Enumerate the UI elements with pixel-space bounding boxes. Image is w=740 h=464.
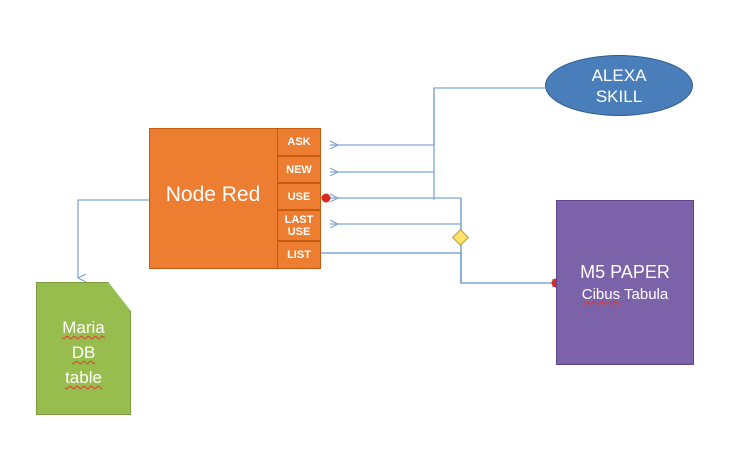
node-red-port-new[interactable]: NEW — [277, 156, 321, 183]
m5-paper-subtitle: Cibus Tabula — [582, 285, 668, 305]
alexa-label-line1: ALEXA — [591, 65, 647, 85]
connector-alexa-to-ask — [330, 87, 545, 145]
endpoint-dot-use — [321, 193, 331, 203]
node-red-port-use[interactable]: USE — [277, 183, 321, 210]
port-label-ask: ASK — [287, 136, 311, 148]
m5-paper-title: M5 PAPER — [580, 261, 670, 282]
connector-nodered-to-mariadb — [78, 199, 149, 278]
port-label-new: NEW — [286, 163, 312, 176]
alexa-skill-node[interactable]: ALEXA SKILL — [545, 55, 693, 116]
m5-paper-subtitle-word2: Tabula — [624, 285, 669, 303]
connector-list-to-m5 — [321, 252, 552, 283]
m5-paper-node[interactable]: M5 PAPER Cibus Tabula — [556, 200, 694, 365]
mariadb-line3: table — [65, 368, 102, 387]
mariadb-label: Maria DB table — [36, 315, 131, 390]
node-red-label: Node Red — [165, 183, 261, 206]
connector-handle-diamond[interactable] — [452, 229, 469, 246]
node-red-block[interactable]: Node Red ASK NEW USE LAST USE LIST — [149, 128, 321, 269]
node-red-port-ask[interactable]: ASK — [277, 128, 321, 156]
mariadb-line1: Maria — [62, 318, 105, 337]
port-label-use: USE — [287, 190, 311, 203]
port-label-list: LIST — [287, 249, 311, 261]
m5-paper-subtitle-word1: Cibus — [581, 285, 621, 303]
port-label-last-use-line2: USE — [287, 225, 311, 238]
alexa-label-line2: SKILL — [595, 86, 643, 106]
port-label-last-use-line1: LAST — [284, 213, 314, 226]
mariadb-node[interactable] — [36, 282, 131, 415]
node-red-port-list[interactable]: LIST — [277, 241, 321, 269]
mariadb-line2: DB — [71, 343, 96, 362]
node-red-port-last-use[interactable]: LAST USE — [277, 210, 321, 241]
